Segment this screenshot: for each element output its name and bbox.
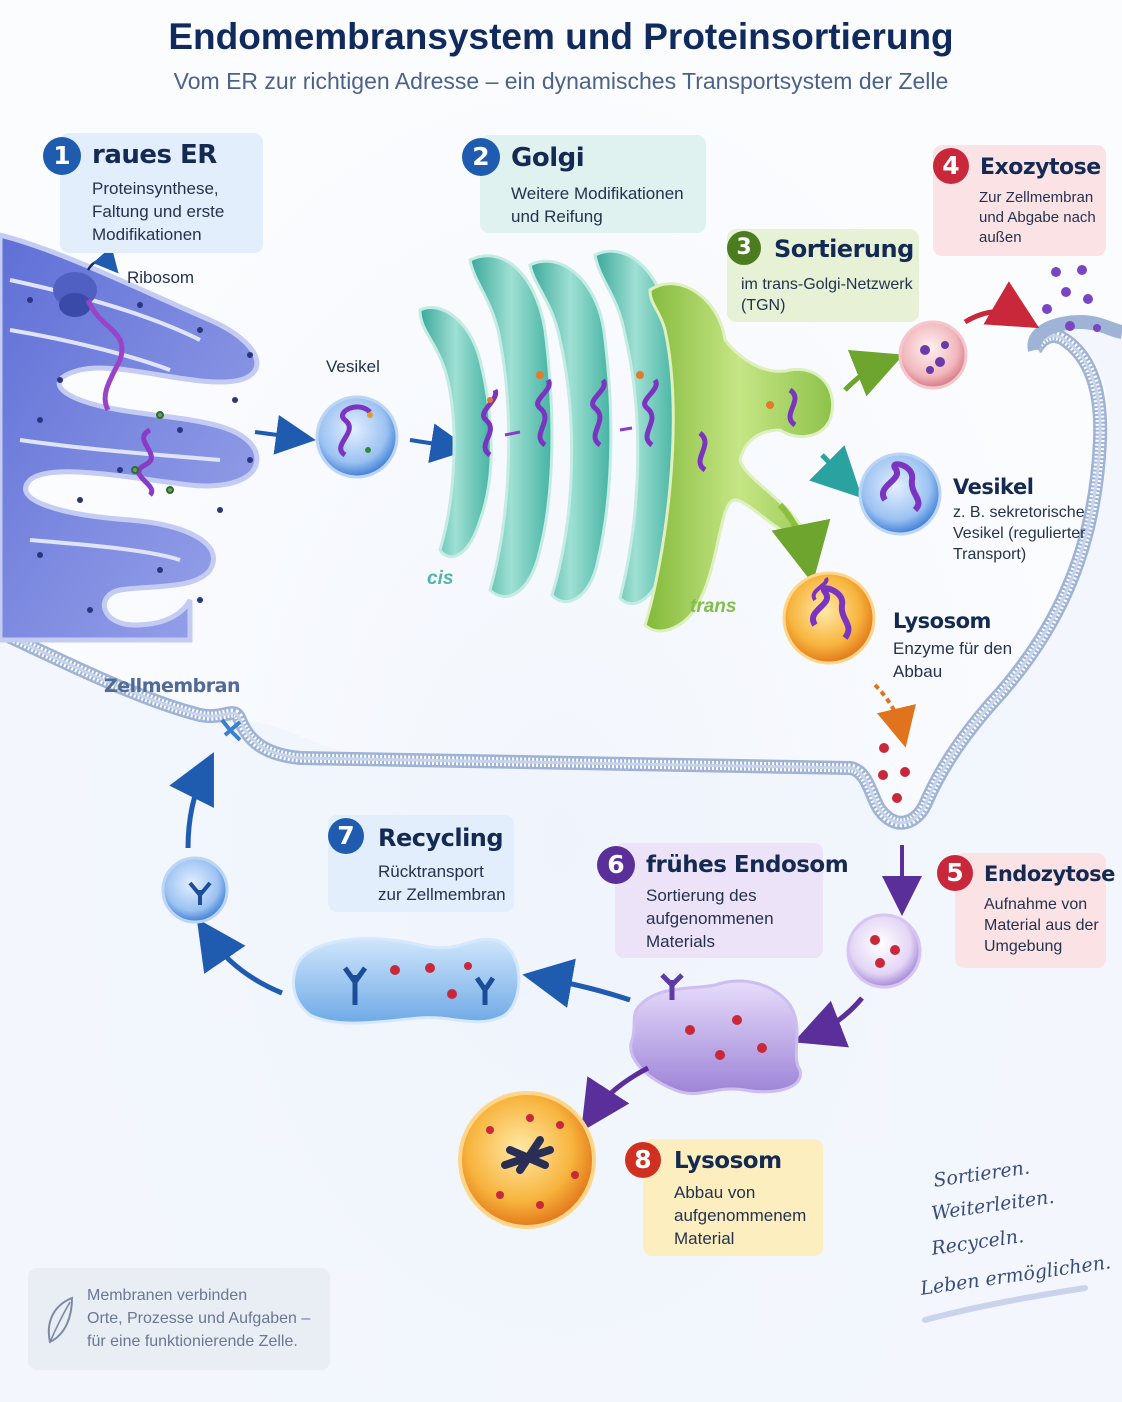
arrow-recycling-vesicle <box>196 918 283 996</box>
arrow-lysosome-membrane <box>873 683 916 748</box>
leaf-icon <box>47 1296 74 1344</box>
vesikel-side-title: Vesikel <box>953 475 1034 499</box>
membrane-receptor <box>220 718 242 742</box>
golgi-apparatus <box>418 249 835 633</box>
step-8-title: Lysosom <box>674 1148 782 1174</box>
page-title: Endomembransystem und Proteinsortierung <box>168 16 954 57</box>
card-step-1 <box>60 133 263 253</box>
endocytic-vesicle <box>846 913 922 989</box>
step-3-text: im trans-Golgi-Netzwerk(TGN) <box>741 276 913 314</box>
recycling-vesicle <box>161 856 229 924</box>
step-1-title: raues ER <box>92 140 217 170</box>
arrow-vesicle-golgi <box>409 423 471 464</box>
vesikel-label: Vesikel <box>326 357 380 376</box>
golgi-lysosome <box>782 571 876 665</box>
step-4-badge: 4 <box>933 148 969 184</box>
step-5-badge: 5 <box>937 855 973 891</box>
arrow-to-early-endosome <box>793 996 864 1048</box>
step-7-title: Recycling <box>378 824 504 852</box>
arrow-to-exo-vesicle <box>843 349 904 397</box>
arrow-er-vesicle <box>254 415 316 455</box>
rough-er <box>0 232 260 643</box>
degradation-lysosome <box>458 1091 596 1229</box>
arrow-exocytosis <box>963 281 1040 329</box>
step-6-badge: 6 <box>597 846 635 884</box>
cell-membrane <box>0 314 1122 830</box>
step-3-title: Sortierung <box>774 235 914 263</box>
card-step-6 <box>615 843 823 958</box>
step-8-badge: 8 <box>625 1142 661 1178</box>
step-2-badge: 2 <box>462 138 500 176</box>
step-1-badge: 1 <box>43 137 81 175</box>
lysosom-side-title: Lysosom <box>893 609 991 633</box>
card-step-5 <box>955 853 1106 968</box>
step-7-badge: 7 <box>328 818 364 854</box>
arrow-to-secretory-vesicle <box>809 445 863 499</box>
step-4-title: Exozytose <box>980 155 1101 180</box>
uptake-particles <box>878 743 910 803</box>
recycling-endosome <box>291 937 521 1025</box>
trans-label: trans <box>690 596 737 617</box>
zellmembran-label: Zellmembran <box>104 675 241 697</box>
arrow-to-lysosome <box>771 502 831 584</box>
step-3-badge: 3 <box>727 231 761 265</box>
step-5-title: Endozytose <box>984 862 1115 886</box>
ribosom-label: Ribosom <box>127 268 195 287</box>
step-2-title: Golgi <box>511 143 585 173</box>
card-step-2 <box>480 135 706 233</box>
exocytosis-vesicle <box>898 320 968 390</box>
arrow-to-recycling <box>522 958 631 1008</box>
arrow-to-lysosome-8 <box>581 1065 650 1132</box>
page-subtitle: Vom ER zur richtigen Adresse – ein dynam… <box>173 68 949 94</box>
secreted-particles <box>1042 265 1101 332</box>
step-6-title: frühes Endosom <box>646 852 849 878</box>
card-step-8 <box>643 1139 823 1256</box>
cytoplasm-shade <box>0 330 1122 1402</box>
transport-vesicle <box>315 395 399 479</box>
early-endosome <box>629 973 802 1095</box>
slogan-underline <box>922 1285 1088 1323</box>
secretory-vesicle <box>858 452 942 536</box>
arrow-to-membrane <box>169 752 214 849</box>
cis-label: cis <box>427 568 454 589</box>
